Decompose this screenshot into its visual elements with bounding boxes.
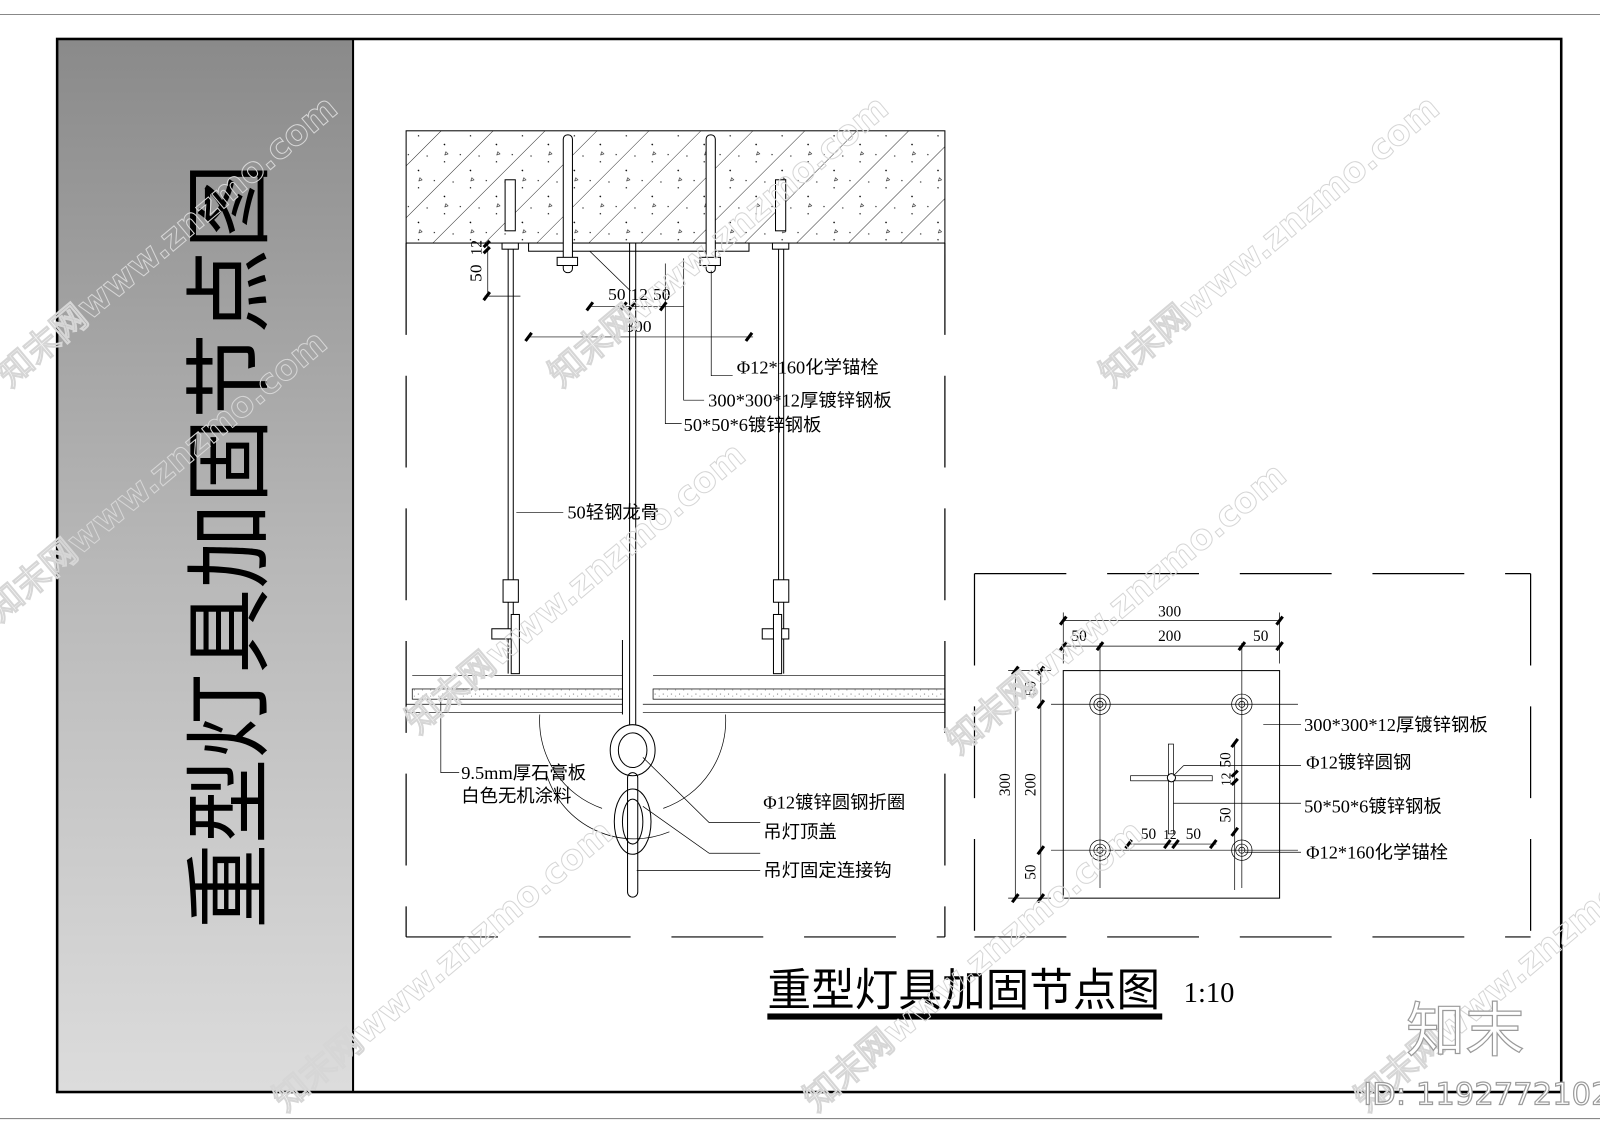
section-detail: 50 12 50 300 12 50 Φ12*160化学锚栓 300*300*1… xyxy=(405,130,946,938)
hanger-left xyxy=(491,179,520,675)
base-plate-plan xyxy=(1062,670,1281,899)
plan-dim-inner-v-mid: 12 xyxy=(1219,773,1234,786)
label-coating: 白色无机涂料 xyxy=(461,786,571,806)
image-id: ID: 1192772102 xyxy=(1363,1077,1600,1112)
dim-50-right: 50 xyxy=(653,285,670,304)
label-canopy: 吊灯顶盖 xyxy=(763,822,836,842)
plan-leader-lines xyxy=(1173,724,1302,853)
plan-dim-top-mid: 200 xyxy=(1158,628,1181,645)
gusset-line xyxy=(589,250,631,292)
label-light-steel-keel: 50轻钢龙骨 xyxy=(567,503,659,523)
anchor-bolt-plan xyxy=(1231,839,1253,861)
drawing-title: 重型灯具加固节点图 xyxy=(767,965,1160,1015)
plan-dimension-lines xyxy=(1008,612,1284,904)
fixing-hook xyxy=(627,772,639,898)
leader-lines xyxy=(440,258,761,871)
chemical-anchor xyxy=(556,134,579,274)
anchor-bolt-plan xyxy=(1089,839,1111,861)
plan-dim-inner-v-bot: 50 xyxy=(1218,807,1235,823)
plan-dim-top-left: 50 xyxy=(1071,628,1087,645)
base-plate xyxy=(528,242,750,252)
watermark-text: 知末网www.znzmo.com xyxy=(1092,88,1447,395)
plan-dim-top-right: 50 xyxy=(1253,628,1269,645)
plan-label-small-plate: 50*50*6镀锌钢板 xyxy=(1304,796,1442,816)
gypsum-ceiling xyxy=(406,675,946,713)
side-title-panel xyxy=(58,39,354,1092)
plan-detail: 300 50 200 50 300 50 200 50 50 12 50 50 … xyxy=(973,573,1532,938)
label-gypsum-board: 9.5mm厚石膏板 xyxy=(461,762,586,783)
label-anchor-bolt: Φ12*160化学锚栓 xyxy=(737,358,879,378)
label-small-plate: 50*50*6镀锌钢板 xyxy=(684,415,822,435)
plan-label-anchor-bolt: Φ12*160化学锚栓 xyxy=(1306,842,1448,862)
plan-label-base-plate: 300*300*12厚镀锌钢板 xyxy=(1304,715,1488,735)
chemical-anchor xyxy=(699,134,721,274)
brand-logo: 知末 xyxy=(1406,996,1524,1065)
small-plate-vertical xyxy=(1168,743,1174,835)
plan-dim-inner-h-mid: 12 xyxy=(1163,827,1176,842)
dim-300: 300 xyxy=(626,317,652,336)
plan-label-round-steel: Φ12镀锌圆钢 xyxy=(1306,753,1411,773)
plan-dim-left-bottom: 50 xyxy=(1023,864,1040,880)
lamp-canopy xyxy=(539,714,727,809)
dim-12: 12 xyxy=(631,285,648,304)
drawing-scale: 1:10 xyxy=(1184,978,1235,1009)
anchor-bolt-plan xyxy=(1231,693,1253,715)
anchor-bolt-plan xyxy=(1089,693,1111,715)
plan-dim-left-top: 50 xyxy=(1023,680,1040,696)
label-steel-ring: Φ12镀锌圆钢折圈 xyxy=(763,792,905,812)
plan-dim-inner-v-top: 50 xyxy=(1218,752,1235,768)
sheet-border xyxy=(55,37,1563,1094)
plan-dim-left-total: 300 xyxy=(997,773,1014,796)
lamp-canopy xyxy=(546,775,670,840)
side-title: 重型灯具加固节点图 xyxy=(182,163,279,928)
title-underline xyxy=(767,1013,1163,1020)
label-base-plate: 300*300*12厚镀锌钢板 xyxy=(708,390,892,410)
chain-link xyxy=(613,788,652,855)
watermark-text: 知末网www.znzmo.com xyxy=(939,455,1294,762)
dim-50-left: 50 xyxy=(608,285,625,304)
plan-dim-inner-h-left: 50 xyxy=(1141,826,1157,843)
label-fixing-hook: 吊灯固定连接钩 xyxy=(763,861,892,881)
plan-dim-top-total: 300 xyxy=(1158,604,1181,621)
concrete-slab xyxy=(405,130,946,244)
plan-dim-left-mid: 200 xyxy=(1023,773,1040,796)
dim-v12: 12 xyxy=(469,240,486,255)
dim-v50: 50 xyxy=(467,264,486,281)
steel-ring xyxy=(609,724,656,777)
hanger-right xyxy=(761,179,790,675)
plan-dim-inner-h-right: 50 xyxy=(1186,826,1202,843)
